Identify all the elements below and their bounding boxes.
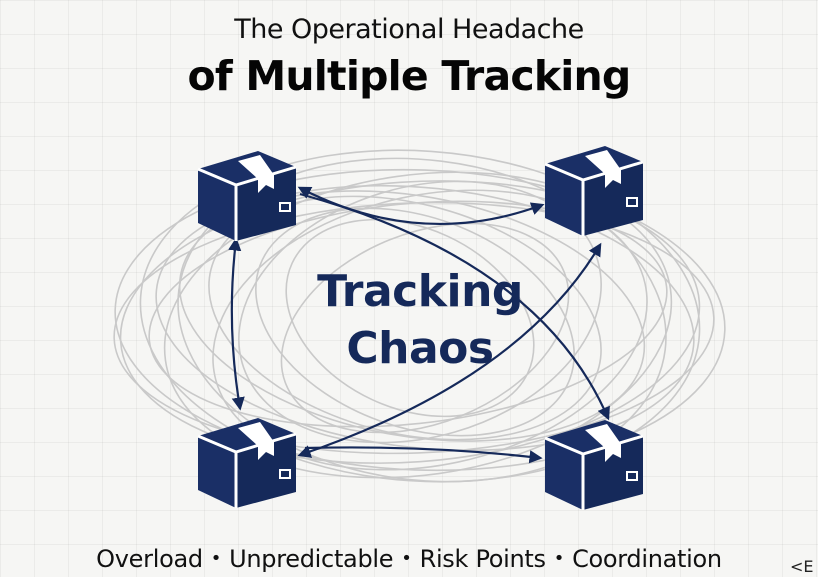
arrow-bottom-left-to-bottom-right <box>304 446 543 464</box>
connector-arrows <box>228 186 610 464</box>
center-label-line-2: Chaos <box>346 323 494 374</box>
footer-item: Risk Points <box>419 545 546 573</box>
corner-mark: <E <box>790 557 814 576</box>
title-line-2: of Multiple Tracking <box>187 52 632 100</box>
footer-item: Overload <box>96 545 203 573</box>
arrow-top-left-to-bottom-left <box>228 237 245 411</box>
package-box-icon <box>197 418 297 508</box>
center-label-line-1: Tracking <box>317 266 523 317</box>
package-box-icon <box>544 420 644 510</box>
footer-keyword-list: Overload • Unpredictable • Risk Points • Coord… <box>0 545 818 573</box>
package-box-icon <box>544 146 644 236</box>
separator-dot: • <box>210 548 222 569</box>
footer-item: Coordination <box>572 545 722 573</box>
separator-dot: • <box>553 548 565 569</box>
separator-dot: • <box>401 548 412 569</box>
arrow-bottom-left-to-top-right <box>297 242 602 458</box>
package-box-icon <box>197 151 297 241</box>
footer-item: Unpredictable <box>229 545 394 573</box>
title-line-1: The Operational Headache <box>234 14 584 45</box>
